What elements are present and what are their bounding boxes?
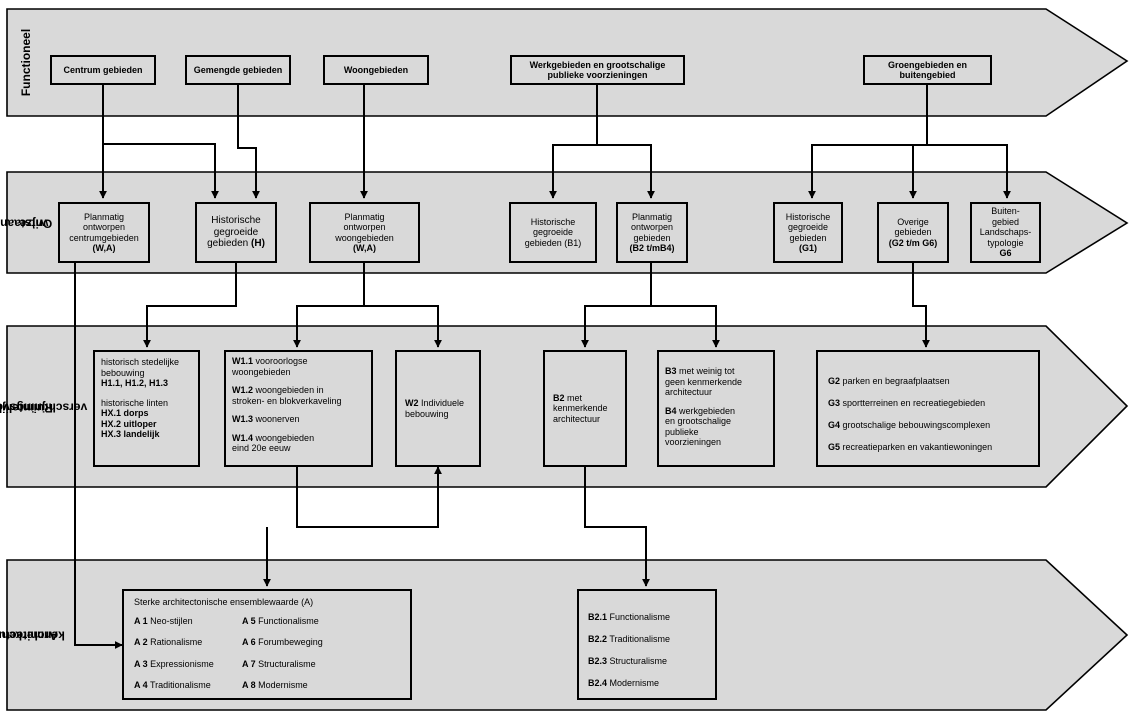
box-gemengde-gebieden: Gemengde gebieden <box>185 55 291 85</box>
connector-woon-w2 <box>364 305 442 348</box>
stijl-item: B2.2 Traditionalisme <box>588 634 671 644</box>
stijl-item: A 8 Modernisme <box>242 680 308 690</box>
lane-label-ontstaanswijze: Ontstaans-wijze <box>0 216 52 230</box>
box-g2-g5: G2 parken en begraafplaatsen G3 sportter… <box>816 350 1040 467</box>
box-centrum-gebieden: Centrum gebieden <box>50 55 156 85</box>
box-w1-woongebieden: W1.1 vooroorlogse woongebieden W1.2 woon… <box>224 350 373 467</box>
stijl-item: A 4 Traditionalisme <box>134 680 211 690</box>
stijl-item: A 5 Functionalisme <box>242 615 319 626</box>
lane-label-ruimtelijk: Ruimtelijkeverschijningsvorm <box>0 400 87 414</box>
connector-overig-g <box>912 262 930 348</box>
connector-werk <box>549 83 598 199</box>
connector-centrum-ensemble <box>74 262 123 649</box>
lane-label-architectuur: Architectuur-kenmerken <box>0 628 66 643</box>
stijl-item: A 7 Structuralisme <box>242 658 316 669</box>
stijl-item: B2.1 Functionalisme <box>588 612 671 622</box>
box-historische-bebouwing: historisch stedelijke bebouwing H1.1, H1… <box>93 350 200 467</box>
box-b2-stijlen: B2.1 Functionalisme B2.2 Traditionalisme… <box>577 589 717 700</box>
box-woongebieden: Woongebieden <box>323 55 429 85</box>
connector-b2-architectuur <box>584 467 650 587</box>
stijl-item: A 1 Neo-stijlen <box>134 615 193 626</box>
connector-werk-plan <box>597 144 655 199</box>
stijl-item: B2.3 Structuralisme <box>588 656 668 666</box>
connector-groen <box>808 83 928 199</box>
connector-gemengd <box>237 83 260 199</box>
stijl-item: A 2 Rationalisme <box>134 637 203 647</box>
stijl-item: A 3 Expressionisme <box>134 658 214 669</box>
lane-label-functioneel: Functioneel <box>19 28 34 97</box>
stijl-item: B2.4 Modernisme <box>588 678 660 688</box>
ensemble-title: Sterke architectonische ensemblewaarde (… <box>134 597 314 607</box>
stijl-item: A 6 Forumbeweging <box>242 637 323 647</box>
box-ensemblewaarde: Sterke architectonische ensemblewaarde (… <box>122 589 412 700</box>
connector-werk-b2 <box>581 262 652 348</box>
connector-centrum-historisch <box>103 143 219 199</box>
connector-historisch <box>143 262 237 348</box>
connector-werk-b34 <box>651 305 720 348</box>
connector-w-ensemble <box>296 466 442 528</box>
connector-woon-w1 <box>293 262 365 348</box>
connector-groen-buiten <box>913 144 1011 199</box>
box-b3-b4: B3 met weinig tot geen kenmerkende archi… <box>657 350 775 467</box>
